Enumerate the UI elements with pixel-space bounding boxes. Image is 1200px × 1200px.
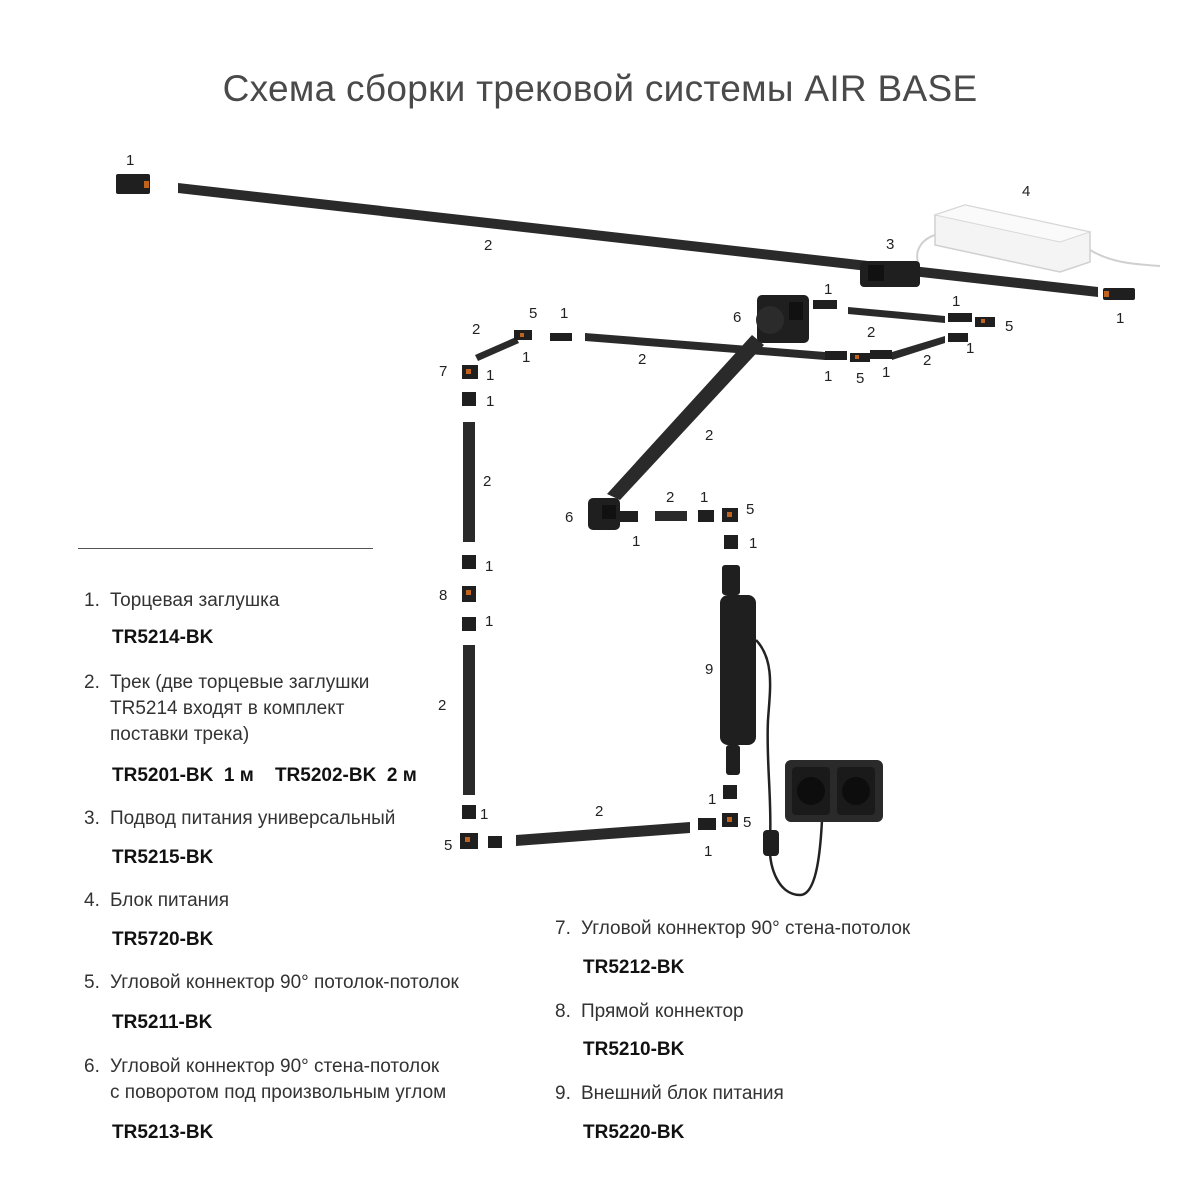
- label-1: 1: [632, 533, 640, 550]
- legend-item-8-code: TR5210-BK: [583, 1039, 685, 1060]
- wall-socket: [785, 760, 883, 822]
- label-2: 2: [595, 803, 603, 820]
- label-2: 2: [666, 489, 674, 506]
- wall-ceiling-swivel-connector-top: [756, 295, 809, 343]
- legend-item-8-text: Прямой коннектор: [581, 1001, 744, 1022]
- label-6: 6: [565, 509, 573, 526]
- label-1: 1: [966, 340, 974, 357]
- legend-item-2: 2.Трек (две торцевые заглушки TR5214 вхо…: [84, 670, 369, 748]
- bottom-track: [516, 822, 690, 846]
- legend-item-6-line-1: Угловой коннектор 90° стена-потолок: [110, 1056, 440, 1077]
- legend-item-6-line-2: с поворотом под произвольным углом: [110, 1082, 447, 1103]
- label-5: 5: [529, 305, 537, 322]
- connector-cluster-top: [514, 300, 995, 362]
- label-1: 1: [700, 489, 708, 506]
- label-8: 8: [439, 587, 447, 604]
- label-1: 1: [126, 152, 134, 169]
- legend-item-7-code: TR5212-BK: [583, 957, 685, 978]
- label-1: 1: [882, 364, 890, 381]
- legend-item-1: 1.Торцевая заглушка: [84, 590, 280, 611]
- label-1: 1: [560, 305, 568, 322]
- power-supply-unit: [916, 204, 1161, 273]
- label-5: 5: [743, 814, 751, 831]
- label-1: 1: [708, 791, 716, 808]
- wall-ceiling-swivel-connector-bottom: [588, 498, 638, 530]
- legend-item-3-text: Подвод питания универсальный: [110, 808, 396, 829]
- end-cap-top-left: [116, 174, 150, 194]
- label-1: 1: [952, 293, 960, 310]
- label-1: 1: [749, 535, 757, 552]
- legend-item-1-code: TR5214-BK: [112, 627, 214, 648]
- page-title: Схема сборки трековой системы AIR BASE: [222, 68, 978, 109]
- label-2: 2: [867, 324, 875, 341]
- label-2: 2: [923, 352, 931, 369]
- left-diagonal-track: [475, 337, 519, 361]
- left-column: [460, 365, 502, 849]
- legend-item-4-text: Блок питания: [110, 890, 230, 911]
- label-7: 7: [439, 363, 447, 380]
- rotating-arm-track: [607, 335, 764, 500]
- legend-item-2-code: TR5201-BK 1 м TR5202-BK 2 м: [112, 765, 417, 786]
- legend-item-4: 4.Блок питания: [84, 890, 230, 911]
- legend-item-9-text: Внешний блок питания: [581, 1083, 784, 1104]
- label-1: 1: [1116, 310, 1124, 327]
- legend-item-3: 3.Подвод питания универсальный: [84, 808, 396, 829]
- upper-track-left: [585, 333, 825, 360]
- legend-item-5: 5.Угловой коннектор 90° потолок-потолок: [84, 972, 459, 993]
- legend-item-9: 9.Внешний блок питания: [555, 1083, 784, 1104]
- label-1: 1: [485, 558, 493, 575]
- legend-item-7: 7.Угловой коннектор 90° стена-потолок: [555, 918, 911, 939]
- label-1: 1: [486, 393, 494, 410]
- label-3: 3: [886, 236, 894, 253]
- legend-item-7-text: Угловой коннектор 90° стена-потолок: [581, 918, 911, 939]
- label-1: 1: [824, 281, 832, 298]
- label-2: 2: [484, 237, 492, 254]
- divider: [78, 548, 373, 549]
- legend-item-5-code: TR5211-BK: [112, 1012, 213, 1033]
- legend-item-2-line-2: TR5214 входят в комплект: [110, 698, 345, 719]
- label-2: 2: [483, 473, 491, 490]
- legend-item-8: 8.Прямой коннектор: [555, 1001, 744, 1022]
- legend-item-3-code: TR5215-BK: [112, 847, 214, 868]
- external-power-cable: [755, 639, 824, 897]
- label-1: 1: [704, 843, 712, 860]
- label-5: 5: [444, 837, 452, 854]
- label-5: 5: [746, 501, 754, 518]
- label-2: 2: [438, 697, 446, 714]
- upper-track-right-b: [892, 336, 945, 360]
- label-2: 2: [705, 427, 713, 444]
- end-cap-top-right: [1103, 288, 1135, 300]
- legend-item-6: 6.Угловой коннектор 90° стена-потолок с …: [84, 1054, 446, 1106]
- label-5: 5: [1005, 318, 1013, 335]
- label-1: 1: [824, 368, 832, 385]
- legend-item-1-text: Торцевая заглушка: [110, 590, 280, 611]
- power-feed-connector: [860, 261, 920, 287]
- label-2: 2: [472, 321, 480, 338]
- legend-item-9-code: TR5220-BK: [583, 1122, 685, 1143]
- label-1: 1: [485, 613, 493, 630]
- label-6: 6: [733, 309, 741, 326]
- label-9: 9: [705, 661, 713, 678]
- upper-track-right-a: [848, 307, 945, 323]
- legend-item-2-line-3: поставки трека): [110, 724, 250, 745]
- label-1: 1: [522, 349, 530, 366]
- legend-item-5-text: Угловой коннектор 90° потолок-потолок: [110, 972, 459, 993]
- legend-item-2-line-1: Трек (две торцевые заглушки: [110, 672, 370, 693]
- label-2: 2: [638, 351, 646, 368]
- right-column: [655, 508, 756, 830]
- diagram-labels: 1 2 3 4 1 1 1 5 2 1 2 1 5 1 6 5 1 2 1 2 …: [126, 152, 1124, 860]
- label-1: 1: [486, 367, 494, 384]
- label-1: 1: [480, 806, 488, 823]
- label-5: 5: [856, 370, 864, 387]
- legend-item-4-code: TR5720-BK: [112, 929, 214, 950]
- legend-item-6-code: TR5213-BK: [112, 1122, 214, 1143]
- label-4: 4: [1022, 183, 1030, 200]
